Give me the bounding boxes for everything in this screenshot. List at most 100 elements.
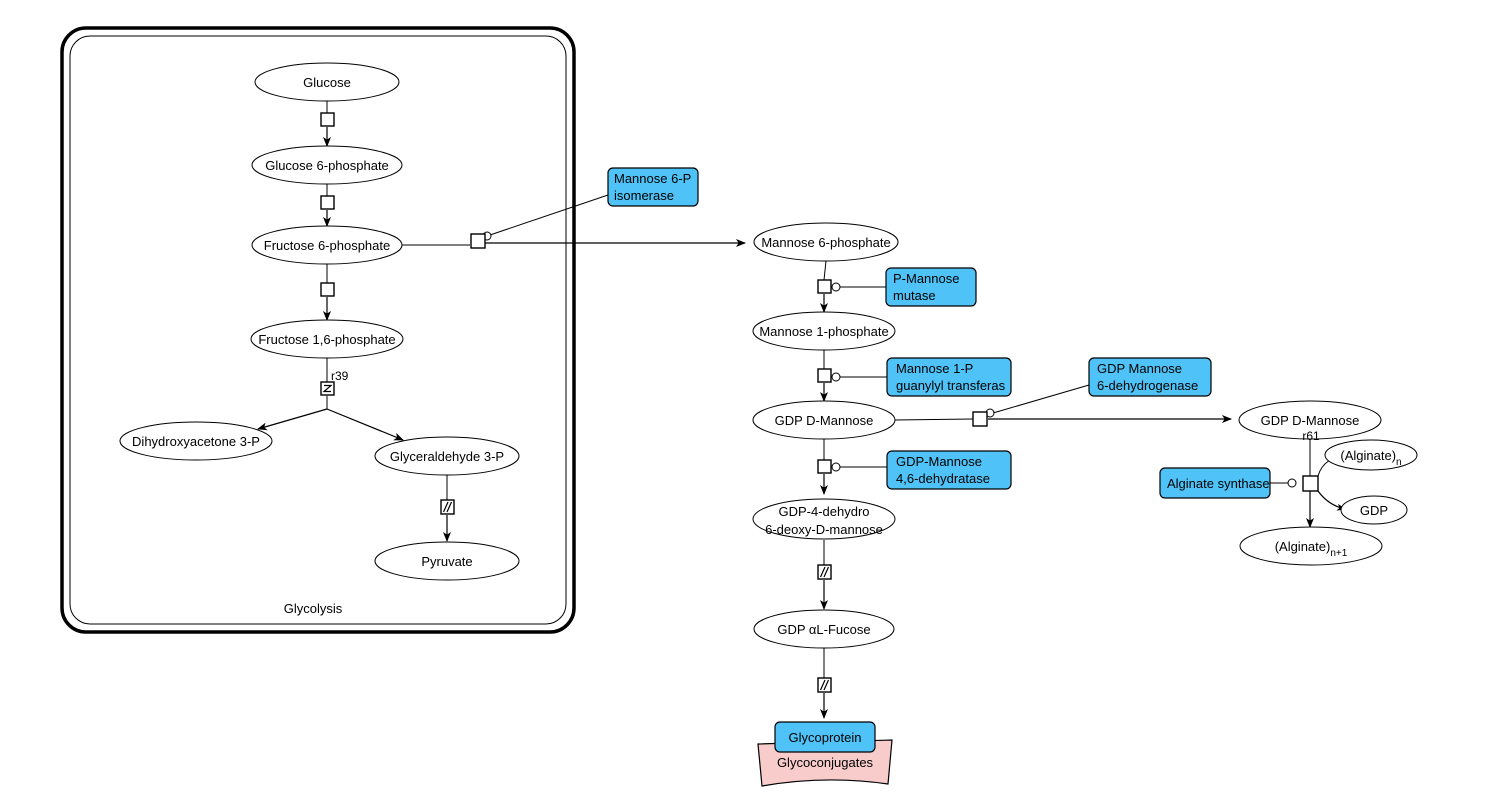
enzyme-shape[interactable] — [607, 167, 699, 207]
species-node-dihydroxyacetone-3-p[interactable]: Dihydroxyacetone 3-P — [119, 421, 273, 461]
multistep-slash-mark — [819, 679, 830, 691]
enzyme-node-alginate-synthase[interactable]: Alginate synthase — [1159, 467, 1271, 499]
enzyme-node-mannose-1-p-guanylyl-transferase[interactable]: Mannose 1-P guanylyl transferas — [886, 357, 1012, 397]
enzyme-node-p-mannose-mutase[interactable]: P-Mannose mutase — [885, 267, 977, 307]
species-label-glucose-6-phosphate: Glucose 6-phosphate — [265, 158, 389, 173]
enzyme-label-line2: 4,6-dehydratase — [896, 471, 990, 486]
species-node-gdp-d-mannose-right[interactable]: GDP D-Mannose — [1238, 400, 1382, 440]
species-node-glucose-6-phosphate[interactable]: Glucose 6-phosphate — [251, 145, 403, 185]
species-shape[interactable] — [251, 145, 403, 185]
species-shape[interactable] — [753, 222, 899, 262]
glycoprotein-shape[interactable] — [774, 721, 876, 753]
reaction-glyph-plain[interactable] — [320, 195, 335, 210]
species-label-gdp-4-dehydro-line1: GDP-4-dehydro — [778, 504, 869, 519]
species-shape[interactable] — [1340, 495, 1408, 525]
species-label-gdp-d-mannose: GDP D-Mannose — [775, 413, 874, 428]
modifier-circle-man1p-guanylyl — [831, 372, 841, 382]
enzyme-label-line1: GDP-Mannose — [896, 454, 982, 469]
modifier-circle-alginate-synthase — [1287, 478, 1297, 488]
species-label-glyceraldehyde-3-p: Glyceraldehyde 3-P — [390, 449, 504, 464]
reaction-node-gdpman-dehydrogenase[interactable] — [972, 411, 988, 427]
species-node-pyruvate[interactable]: Pyruvate — [374, 541, 520, 581]
species-node-mannose-1-phosphate[interactable]: Mannose 1-phosphate — [752, 311, 896, 351]
species-shape[interactable] — [1239, 526, 1383, 566]
reaction-node-f6p-man6p[interactable] — [470, 233, 486, 249]
reaction-glyph-plain[interactable] — [470, 233, 486, 249]
species-label-pyruvate: Pyruvate — [421, 554, 472, 569]
reaction-node-man6p-man1p[interactable] — [817, 279, 832, 294]
species-node-gdp-d-mannose[interactable]: GDP D-Mannose — [752, 400, 896, 440]
enzyme-shape[interactable] — [885, 267, 977, 307]
species-label-gdp-al-fucose: GDP αL-Fucose — [777, 622, 870, 637]
edge-r39-to-g3p — [326, 408, 404, 441]
species-node-glyceraldehyde-3-p[interactable]: Glyceraldehyde 3-P — [374, 436, 520, 476]
edge-modifier-gdpman-6dehydrogenase — [992, 384, 1090, 414]
species-shape[interactable] — [374, 541, 520, 581]
species-node-fructose-16-phosphate[interactable]: Fructose 1,6-phosphate — [250, 319, 404, 359]
species-shape[interactable] — [254, 62, 400, 102]
species-shape[interactable] — [752, 400, 896, 440]
reaction-node-g3p-pyruvate[interactable] — [440, 499, 455, 515]
enzyme-label-line2: guanylyl transferas — [896, 378, 1006, 393]
species-label-alginate-n: (Alginate)n — [1340, 448, 1401, 468]
species-node-fructose-6-phosphate[interactable]: Fructose 6-phosphate — [251, 225, 403, 265]
reaction-glyph-plain[interactable] — [320, 112, 335, 127]
multistep-slash-mark — [819, 566, 830, 578]
enzyme-node-gdp-mannose-6-dehydrogenase[interactable]: GDP Mannose 6-dehydrogenase — [1088, 357, 1212, 397]
edge-r61-to-gdp — [1317, 490, 1346, 511]
species-shape[interactable] — [753, 609, 895, 649]
enzyme-node-mannose-6-p-isomerase[interactable]: Mannose 6-P isomerase — [607, 167, 699, 207]
edges-layer — [257, 101, 1347, 719]
reaction-node-man1p-gdpman[interactable] — [817, 368, 832, 383]
species-label-gdp-d-mannose-right: GDP D-Mannose — [1261, 413, 1360, 428]
enzyme-shape[interactable] — [886, 450, 1012, 490]
enzyme-shape[interactable] — [1159, 467, 1271, 499]
species-shape[interactable] — [374, 436, 520, 476]
compartment-outer-border — [60, 26, 576, 634]
multistep-slash-mark — [442, 501, 453, 513]
species-label-dihydroxyacetone-3-p: Dihydroxyacetone 3-P — [132, 434, 260, 449]
reaction-node-gdpman-4dehydro[interactable] — [817, 459, 832, 474]
reaction-node-f6p-f16p[interactable] — [320, 282, 335, 297]
enzyme-node-glycoprotein[interactable]: Glycoprotein — [774, 721, 876, 753]
enzyme-shape[interactable] — [886, 357, 1012, 397]
species-shape[interactable] — [752, 311, 896, 351]
enzyme-label-line1: P-Mannose — [893, 271, 959, 286]
reaction-node-r39[interactable] — [320, 381, 335, 396]
species-node-gdp[interactable]: GDP — [1340, 495, 1408, 525]
compartment-inner-border — [69, 35, 567, 625]
species-shape[interactable] — [119, 421, 273, 461]
reaction-node-r61[interactable] — [1302, 475, 1319, 492]
reaction-node-g6p-f6p[interactable] — [320, 195, 335, 210]
enzyme-label-glycoprotein: Glycoprotein — [789, 730, 862, 745]
edge-labels-layer: r39 r61 — [331, 369, 1320, 443]
species-label-gdp-4-dehydro-line2: 6-deoxy-D-mannose — [765, 522, 883, 537]
species-node-alginate-n[interactable]: (Alginate)n — [1324, 439, 1418, 471]
reaction-glyph-plain[interactable] — [817, 279, 832, 294]
reaction-glyph-plain[interactable] — [972, 411, 988, 427]
reaction-glyph-plain[interactable] — [320, 282, 335, 297]
reaction-node-glc-g6p[interactable] — [320, 112, 335, 127]
edge-man6p-to-rmutase — [823, 260, 827, 281]
species-node-gdp-4-dehydro-6-deoxy-d-mannose[interactable]: GDP-4-dehydro 6-deoxy-D-mannose — [752, 498, 896, 540]
reaction-node-4dehydro-fucose[interactable] — [817, 564, 832, 580]
reaction-glyph-plain[interactable] — [817, 368, 832, 383]
species-shape[interactable] — [1324, 439, 1418, 471]
species-shape[interactable] — [250, 319, 404, 359]
species-node-glucose[interactable]: Glucose — [254, 62, 400, 102]
reaction-glyph-plain[interactable] — [1302, 475, 1319, 492]
reaction-glyph-plain[interactable] — [817, 459, 832, 474]
enzyme-node-gdp-mannose-46-dehydratase[interactable]: GDP-Mannose 4,6-dehydratase — [886, 450, 1012, 490]
species-node-gdp-al-fucose[interactable]: GDP αL-Fucose — [753, 609, 895, 649]
species-shape[interactable] — [251, 225, 403, 265]
enzyme-label-line2: isomerase — [614, 188, 674, 203]
species-shape[interactable] — [752, 498, 896, 540]
species-node-mannose-6-phosphate[interactable]: Mannose 6-phosphate — [753, 222, 899, 262]
species-node-alginate-n1[interactable]: (Alginate)n+1 — [1239, 526, 1383, 566]
reaction-node-fucose-glycoprotein[interactable] — [817, 677, 832, 693]
species-label-fructose-16-phosphate: Fructose 1,6-phosphate — [258, 332, 395, 347]
enzyme-shape[interactable] — [1088, 357, 1212, 397]
species-shape[interactable] — [1238, 400, 1382, 440]
